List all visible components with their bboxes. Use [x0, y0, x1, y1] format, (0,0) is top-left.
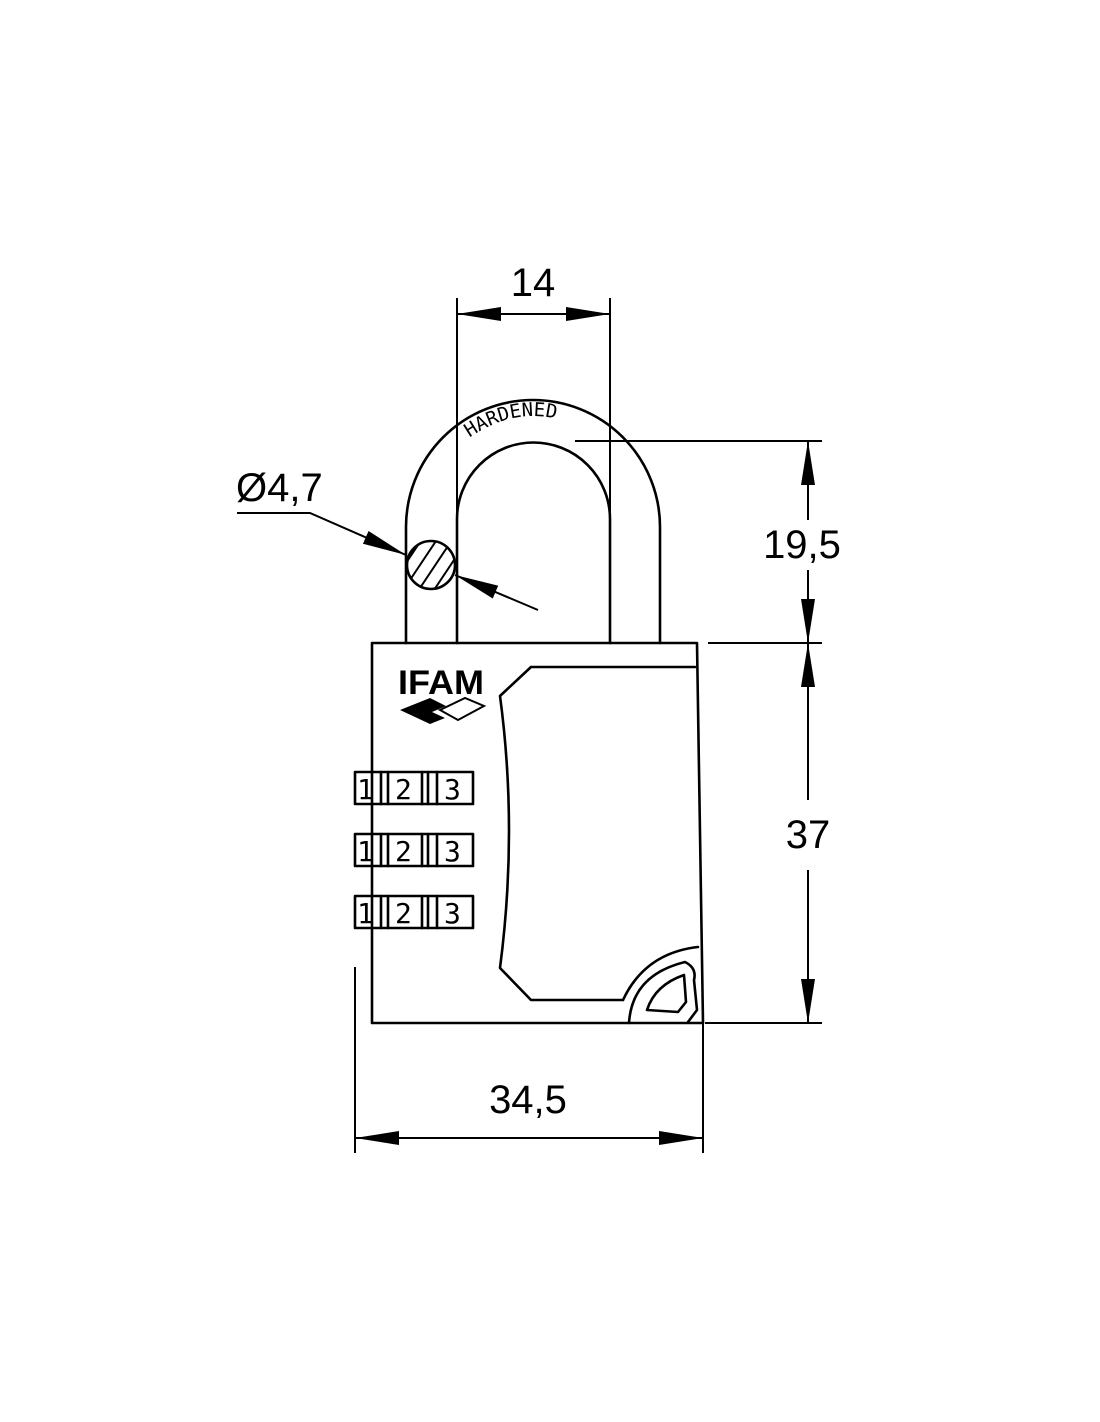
svg-text:34,5: 34,5 [489, 1078, 567, 1122]
svg-text:IFAM: IFAM [398, 664, 484, 702]
svg-text:Ø4,7: Ø4,7 [236, 466, 323, 510]
dimension-vertical: 19,5 37 [575, 440, 856, 1024]
svg-text:2: 2 [395, 773, 412, 806]
hardened-engraving: HARDENED [460, 399, 559, 442]
dial-row: 1 2 3 [353, 894, 475, 930]
shackle-cross-section [405, 539, 457, 591]
shackle: HARDENED [404, 398, 662, 645]
svg-text:3: 3 [444, 773, 461, 806]
svg-text:2: 2 [395, 835, 412, 868]
svg-text:1: 1 [357, 835, 374, 868]
dimension-shackle-diameter: Ø4,7 [236, 466, 539, 611]
svg-text:1: 1 [357, 773, 374, 806]
svg-text:1: 1 [357, 897, 374, 930]
svg-text:3: 3 [444, 897, 461, 930]
svg-text:2: 2 [395, 897, 412, 930]
svg-text:3: 3 [444, 835, 461, 868]
dimension-shackle-width: 14 [456, 261, 611, 643]
ifam-logo: IFAM [398, 664, 487, 724]
dial-row: 1 2 3 [353, 770, 475, 806]
svg-text:14: 14 [511, 261, 556, 305]
dimension-shackle-clearance: 19,5 [763, 523, 841, 567]
combination-dials: 1 2 3 1 2 3 1 2 3 [353, 770, 475, 930]
dimension-body-width: 34,5 [354, 967, 704, 1153]
dial-row: 1 2 3 [353, 832, 475, 868]
dimension-body-height: 37 [786, 813, 831, 857]
